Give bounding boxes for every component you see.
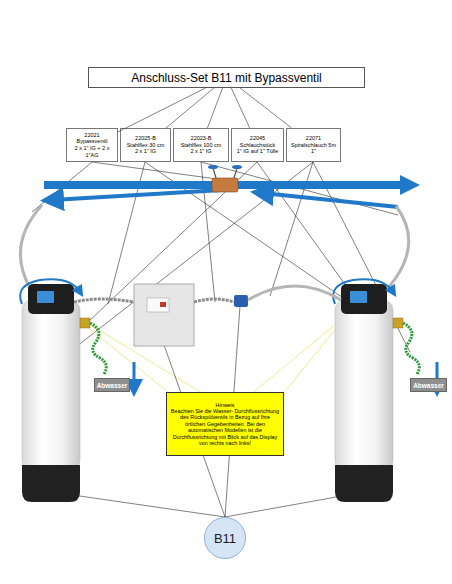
set-circle: B11 [204,517,246,559]
valve-handle [232,165,242,169]
control-cabinet [134,284,194,346]
box-text: 2 x 1" IG [190,148,211,155]
set-leaders [52,306,364,517]
control-display [350,291,367,303]
connector [118,88,206,132]
box-text: Beachten Sie die Wasser- Durchflussricht… [170,408,280,446]
cabinet-indicator [160,302,166,307]
box-heading: 22071 [306,135,321,142]
flow-head [400,175,420,195]
control-head [28,284,74,314]
drain-fitting [393,318,403,328]
drain-fitting [80,318,90,328]
valve-body [212,178,238,192]
box-heading: 22023-B [191,135,212,142]
stahlflex-hose [74,299,134,302]
part-box: 22071Spiralschlauch 5m1" [286,128,341,162]
flow-curl [333,279,393,304]
drain-label-box: Abwasser [94,378,130,392]
tank-body [335,300,393,470]
set-title-box: Anschluss-Set B11 mit Bypassventil [88,67,365,88]
box-text: Anschluss-Set B11 mit Bypassventil [131,71,322,85]
flow-arrow [52,190,222,200]
drain-label-box: Abwasser [410,378,447,392]
supply-hose [20,205,42,288]
stahlflex-hose [194,299,234,302]
drain-hose [403,323,419,374]
control-head [341,284,387,314]
connector-line [166,88,214,128]
valve-stem [213,168,216,178]
note-box: HinweisBeachten Sie die Wasser- Durchflu… [166,392,284,456]
box-heading: 22025-B [135,135,156,142]
softener-tank [20,279,134,502]
box-text: Abwasser [413,382,444,389]
box-text: Schlauchstück [240,142,275,149]
box-text: Stahlflex 100 cm [181,142,222,149]
valve-stem [234,168,237,178]
bypass-valve [208,165,242,192]
box-text: 2 x 1" IG + 2 x 1"AG [68,145,116,158]
box-text: 2 x 1" IG [135,148,156,155]
box-text: Stahlflex 30 cm [127,142,165,149]
connection-fitting [234,295,248,307]
supply-hose [388,206,409,288]
box-heading: 22045 [250,135,265,142]
connector-line [231,88,249,128]
box-text: Abwasser [97,382,128,389]
part-box: 22023-BStahlflex 100 cm2 x 1" IG [173,128,229,162]
box-text: 1" IG auf 1" Tülle [237,148,278,155]
connector [166,88,214,128]
connector [231,88,249,128]
connector-line [207,88,222,128]
control-display [37,291,54,303]
cabinet-panel [147,298,169,312]
box-text: B11 [214,531,236,546]
tank-body [22,300,80,470]
connector-line [118,88,206,132]
connector [207,88,222,128]
drain-hose [90,323,106,374]
box-heading: Hinweis [216,402,235,408]
part-box: 22045Schlauchstück1" IG auf 1" Tülle [231,128,284,162]
flow-arrow [262,193,398,207]
flow-curl [20,279,80,304]
flow-arrows [44,175,420,207]
box-text: Bypassventil [77,138,108,145]
part-box: 22021Bypassventil2 x 1" IG + 2 x 1"AG [66,128,118,162]
valve-handle [208,165,218,169]
tank-base [335,465,393,502]
box-heading: 22021 [84,132,99,139]
tank-base [22,465,80,502]
note-leaders [50,300,365,400]
connector [240,88,292,128]
box-text: 1" [311,148,316,155]
part-box: 22025-BStahlflex 30 cm2 x 1" IG [120,128,171,162]
connector-line [240,88,292,128]
connection-hose [248,286,341,300]
box-text: Spiralschlauch 5m [291,142,336,149]
drain-arrow [133,362,136,388]
